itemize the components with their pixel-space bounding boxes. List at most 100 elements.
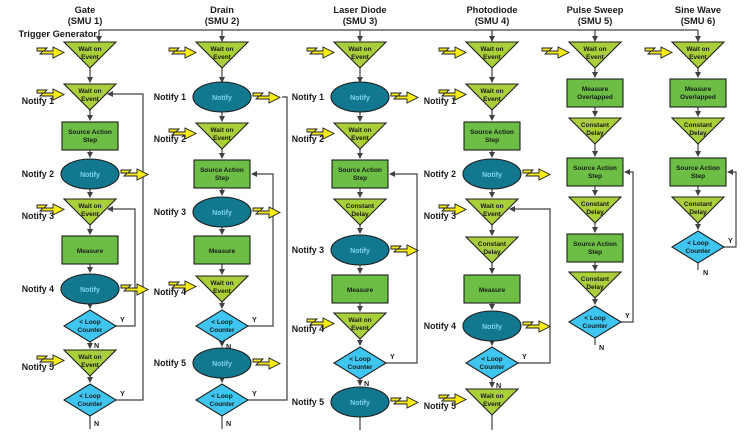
loop-counter-label: < Loop	[211, 319, 233, 326]
column-photodiode-smu4: Wait on Event Wait on Event Source Actio…	[424, 41, 551, 430]
notify-label: Notify	[212, 210, 232, 217]
side-label-notify2: Notify 2	[154, 134, 186, 144]
notify-shape	[462, 158, 522, 190]
col1-inner-loop-wire	[107, 206, 136, 327]
measure-label: Measure	[479, 287, 506, 294]
notify-shape	[60, 158, 120, 190]
notify-out-icon	[390, 244, 419, 257]
col2-wires	[219, 68, 288, 429]
notify-out-icon	[252, 206, 281, 219]
col4-loop-wire	[509, 206, 551, 364]
header-subtitle-smu5: (SMU 5)	[578, 16, 613, 26]
measure-overlapped-shape	[566, 78, 624, 108]
notify-label: Notify	[482, 172, 502, 179]
trigger-event-icon	[541, 46, 570, 59]
loop-counter-label: Counter	[348, 364, 373, 371]
constant-delay-label: Delay	[689, 130, 707, 137]
wait-on-event-label: Wait on	[480, 393, 503, 400]
notify-out-icon	[120, 168, 149, 181]
wait-on-event-label: Event	[213, 288, 232, 295]
col6-wires	[695, 68, 737, 270]
side-label-notify3: Notify 3	[424, 211, 456, 221]
wait-on-event-label: Wait on	[78, 46, 101, 53]
loop-counter-shape	[567, 305, 623, 339]
constant-delay-label: Constant	[581, 122, 610, 129]
column-drain-smu2: Wait on Event Notify Wait on Event Sourc…	[154, 41, 288, 429]
loop-counter-shape	[332, 346, 388, 380]
notify-shape	[60, 273, 120, 305]
notify-shape	[192, 196, 252, 228]
notify-shape	[192, 81, 252, 113]
wait-on-event-label: Wait on	[583, 46, 606, 53]
source-action-step-shape	[566, 157, 624, 187]
header-title-smu1: Gate	[75, 5, 96, 15]
constant-delay-label: Delay	[586, 284, 604, 291]
notify-shape	[192, 347, 252, 379]
constant-delay-label: Constant	[346, 203, 375, 210]
source-action-step-label: Source Action	[573, 165, 617, 172]
loop-counter-label: Counter	[210, 401, 235, 408]
notify-out-icon	[252, 357, 281, 370]
wait-on-event-shape	[464, 388, 520, 416]
constant-delay-label: Constant	[581, 276, 610, 283]
loop-counter-label: Counter	[583, 323, 608, 330]
source-action-step-label: Step	[353, 175, 367, 182]
trigger-generator-label: Trigger Generator	[18, 29, 97, 39]
source-action-step-label: Step	[691, 173, 705, 180]
loop-counter-label: < Loop	[481, 356, 503, 363]
side-label-notify5: Notify 5	[292, 397, 324, 407]
side-label-notify2: Notify 2	[424, 169, 456, 179]
branch-yes-label: Y	[522, 352, 527, 361]
source-action-step-label: Source Action	[68, 129, 112, 136]
col5-wires	[592, 68, 634, 345]
constant-delay-label: Delay	[586, 130, 604, 137]
wait-on-event-label: Wait on	[348, 46, 371, 53]
loop-counter-label: < Loop	[79, 393, 101, 400]
branch-yes-label: Y	[625, 311, 630, 320]
loop-counter-label: < Loop	[79, 319, 101, 326]
branch-yes-label: Y	[120, 389, 125, 398]
col1-wires	[87, 68, 144, 429]
loop-counter-label: < Loop	[584, 315, 606, 322]
wait-on-event-label: Event	[483, 54, 502, 61]
source-action-step-label: Step	[588, 249, 602, 256]
wait-on-event-shape	[194, 41, 250, 69]
branch-no-label: N	[94, 419, 99, 428]
source-action-step-label: Step	[588, 173, 602, 180]
loop-counter-shape	[670, 230, 726, 264]
notify-shape	[462, 310, 522, 342]
wait-on-event-label: Event	[81, 211, 100, 218]
constant-delay-label: Delay	[483, 249, 501, 256]
notify-label: Notify	[80, 172, 100, 179]
constant-delay-shape	[670, 117, 726, 145]
measure-overlapped-label: Measure	[685, 86, 712, 93]
loop-counter-label: < Loop	[687, 240, 709, 247]
loop-counter-label: < Loop	[349, 356, 371, 363]
source-action-step-label: Source Action	[470, 129, 514, 136]
source-action-step-shape	[669, 157, 727, 187]
constant-delay-shape	[567, 117, 623, 145]
notify-out-icon	[522, 320, 551, 333]
constant-delay-label: Delay	[351, 211, 369, 218]
branch-no-label: N	[226, 342, 231, 351]
notify-shape	[330, 81, 390, 113]
side-label-notify4: Notify 4	[292, 324, 324, 334]
wait-on-event-shape	[194, 275, 250, 303]
side-label-notify4: Notify 4	[22, 284, 54, 294]
wait-on-event-shape	[464, 83, 520, 111]
wait-on-event-shape	[62, 198, 118, 226]
header-subtitle-smu4: (SMU 4)	[475, 16, 510, 26]
constant-delay-shape	[670, 196, 726, 224]
wait-on-event-shape	[464, 41, 520, 69]
constant-delay-label: Constant	[478, 241, 507, 248]
side-label-notify5: Notify 5	[424, 401, 456, 411]
header-title-smu2: Drain	[210, 5, 234, 15]
loop-counter-label: Counter	[210, 327, 235, 334]
branch-no-label: N	[94, 341, 99, 350]
wait-on-event-label: Event	[213, 135, 232, 142]
loop-counter-shape	[194, 383, 250, 417]
branch-no-label: N	[226, 419, 231, 428]
measure-label: Measure	[77, 248, 104, 255]
wait-on-event-label: Event	[483, 211, 502, 218]
wait-on-event-shape	[62, 349, 118, 377]
